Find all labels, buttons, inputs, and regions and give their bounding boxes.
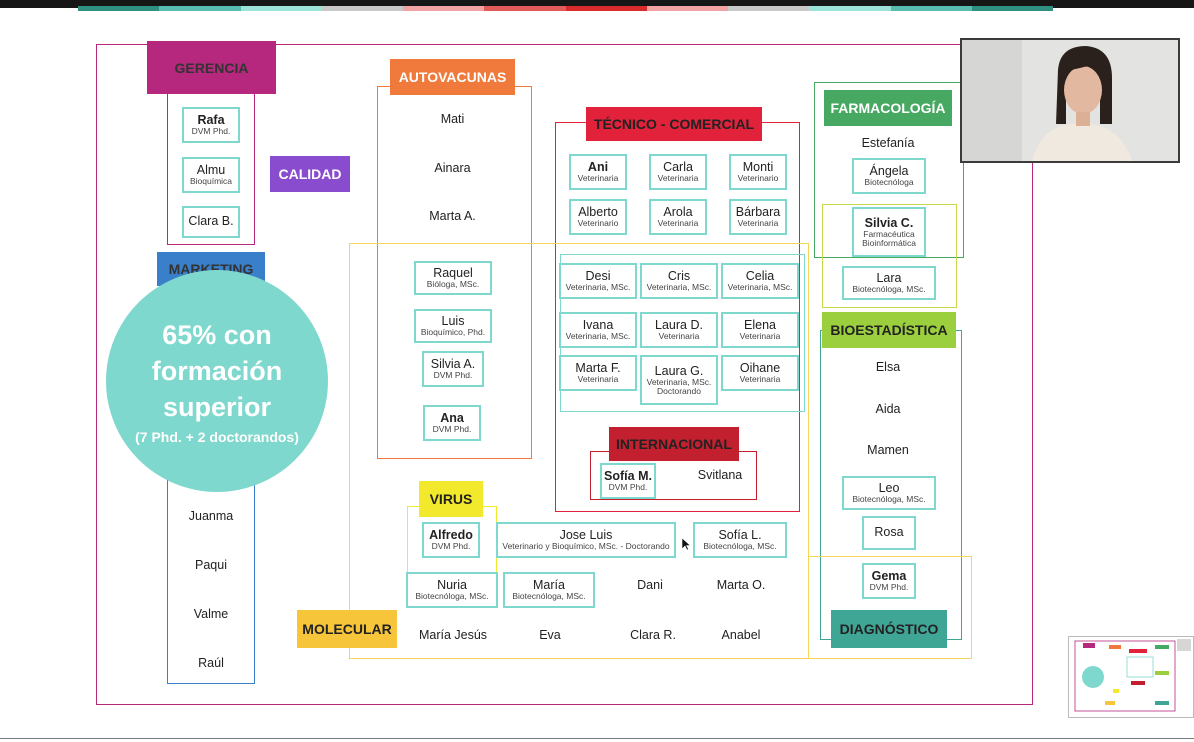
- person-card-clara-b: Clara B.: [182, 206, 240, 238]
- stat-line-2: formación: [151, 356, 283, 386]
- person-card-marta-f: Marta F.Veterinaria: [559, 355, 637, 391]
- calidad-header: CALIDAD: [270, 156, 350, 192]
- molecular-person: Clara R.: [630, 628, 676, 642]
- marketing-person: Paqui: [195, 558, 227, 572]
- silvia-lara-frame: [822, 204, 957, 308]
- person-card-sofia-l: Sofía L.Biotecnóloga, MSc.: [693, 522, 787, 558]
- slide-color-stripe: [78, 6, 1053, 11]
- person-card-laura-g: Laura G.Veterinaria, MSc.Doctorando: [640, 355, 718, 405]
- molecular-header: MOLECULAR: [297, 610, 397, 648]
- molecular-person: Anabel: [721, 628, 761, 642]
- tecnico-header: TÉCNICO - COMERCIAL: [586, 107, 762, 141]
- virus-header: VIRUS: [419, 481, 483, 517]
- autovacunas-header: AUTOVACUNAS: [390, 59, 515, 95]
- internacional-person: Svitlana: [697, 468, 743, 482]
- bioestadistica-header: BIOESTADÍSTICA: [822, 312, 956, 348]
- person-card-rosa: Rosa: [862, 516, 916, 550]
- person-card-sofia-m: Sofía M.DVM Phd.: [600, 463, 656, 499]
- autovacunas-person: Mati: [440, 112, 465, 126]
- window-top-bar: [0, 0, 1194, 8]
- autovacunas-person: Marta A.: [429, 209, 476, 223]
- org-chart-frame: [96, 44, 1033, 705]
- bottom-divider: [0, 738, 1194, 739]
- presenter-image: [962, 40, 1178, 161]
- farmacologia-frame: [814, 82, 964, 258]
- marketing-person: Juanma: [188, 509, 234, 523]
- bioestadistica-person: Elsa: [875, 360, 901, 374]
- gerencia-header: GERENCIA: [147, 41, 276, 94]
- molecular-person: María Jesús: [418, 628, 488, 642]
- molecular-person: Marta O.: [716, 578, 766, 592]
- mouse-cursor-icon: [681, 537, 692, 556]
- slide-thumbnail[interactable]: [1068, 636, 1194, 718]
- molecular-frame: [349, 243, 809, 659]
- farmacologia-header: FARMACOLOGÍA: [824, 90, 952, 126]
- molecular-person: Dani: [637, 578, 663, 592]
- person-card-laura-d: Laura D.Veterinaria: [640, 312, 718, 348]
- internacional-header: INTERNACIONAL: [609, 427, 739, 461]
- stat-line-4: (7 Phd. + 2 doctorandos): [135, 429, 299, 445]
- stat-bubble: 65% con formación superior (7 Phd. + 2 d…: [106, 270, 328, 492]
- marketing-person: Valme: [193, 607, 229, 621]
- stat-line-3: superior: [162, 392, 272, 422]
- marketing-person: Raúl: [198, 656, 224, 670]
- molecular-extension-frame: [808, 556, 972, 659]
- person-card-silvia-a: Silvia A.DVM Phd.: [422, 351, 484, 387]
- farmacologia-person: Estefanía: [861, 136, 915, 150]
- stat-line-1: 65% con: [162, 320, 272, 350]
- diagnostico-header: DIAGNÓSTICO: [831, 610, 947, 648]
- bioestadistica-person: Aida: [875, 402, 901, 416]
- bioestadistica-person: Mamen: [867, 443, 909, 457]
- webcam-video[interactable]: [960, 38, 1180, 163]
- molecular-person: Eva: [539, 628, 561, 642]
- autovacunas-person: Ainara: [434, 161, 471, 175]
- thumbnail-preview: [1069, 637, 1193, 717]
